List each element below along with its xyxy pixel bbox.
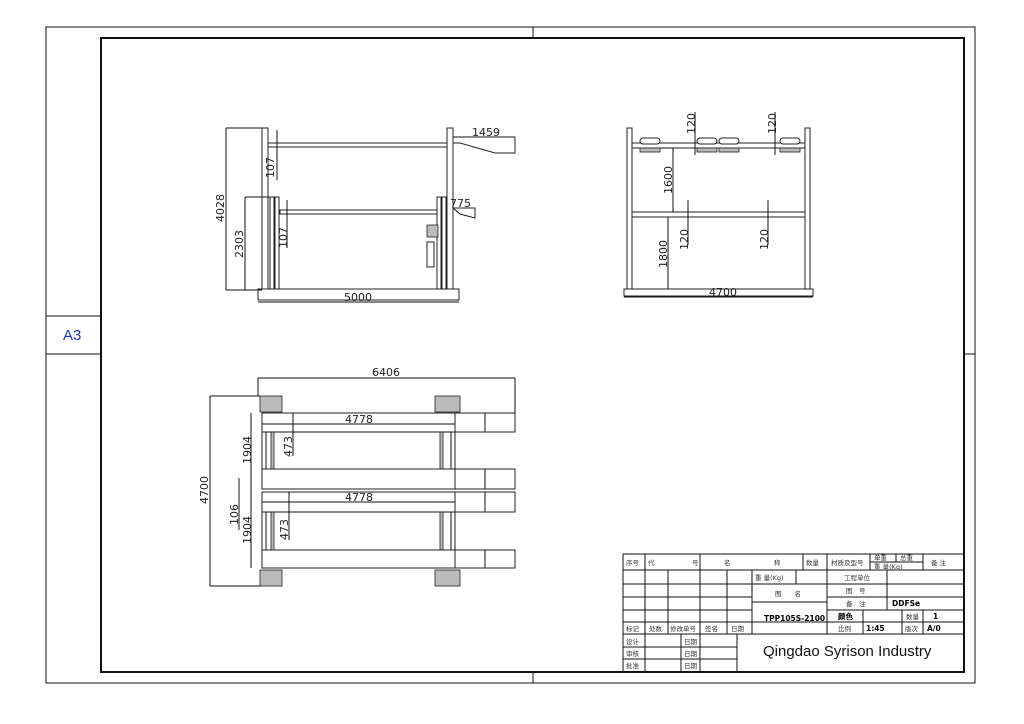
dim-runway-1: 4778 bbox=[345, 413, 373, 426]
rev-date: 日期 bbox=[731, 625, 745, 633]
approval-review: 审核 bbox=[626, 649, 640, 658]
dim-lower-height-side: 1800 bbox=[657, 240, 670, 268]
approval-approve-date: 日期 bbox=[684, 662, 698, 670]
dim-runway-2: 4778 bbox=[345, 491, 373, 504]
dim-ramp-top: 1459 bbox=[472, 126, 500, 139]
header-name-1: 名 bbox=[724, 558, 731, 567]
dim-ramp-lower: 775 bbox=[450, 197, 471, 210]
dim-gap-1: 473 bbox=[282, 436, 295, 457]
front-elevation-view bbox=[225, 127, 516, 303]
header-code-2: 号 bbox=[692, 559, 699, 567]
color-label: 颜色 bbox=[838, 611, 853, 621]
drawing-no-label: 图 号 bbox=[846, 587, 866, 595]
header-weight-kg: 重 量(Kg) bbox=[874, 563, 903, 571]
dim-bay-2: 1904 bbox=[241, 516, 254, 544]
dim-beam-1: 120 bbox=[678, 229, 691, 250]
plan-view bbox=[209, 377, 516, 587]
rev-sign: 签名 bbox=[705, 624, 718, 633]
revision-label: 版次 bbox=[905, 624, 919, 633]
title-block-text: 序号 代 号 名 称 数量 材质及型号 单重 总重 重 量(Kg) 备 注 重 … bbox=[626, 553, 947, 670]
sheet-frame bbox=[45, 26, 976, 684]
dim-gap-2: 473 bbox=[278, 519, 291, 540]
header-name-2: 称 bbox=[774, 558, 781, 567]
header-total-weight: 总重 bbox=[900, 553, 914, 562]
header-material: 材质及型号 bbox=[831, 558, 864, 567]
approval-review-date: 日期 bbox=[684, 650, 698, 658]
header-code-1: 代 bbox=[648, 558, 655, 567]
rev-mark: 标记 bbox=[626, 624, 640, 633]
dim-seat-1: 120 bbox=[685, 113, 698, 134]
dim-overall-width: 4700 bbox=[198, 476, 211, 504]
sheet-size-label: A3 bbox=[63, 327, 81, 344]
remark-label: 备 注 bbox=[846, 599, 866, 608]
project-unit-label: 工程单位 bbox=[844, 573, 871, 582]
scale-label: 比例 bbox=[838, 624, 851, 633]
side-elevation-view bbox=[623, 112, 814, 298]
dim-level-gap: 1600 bbox=[662, 166, 675, 194]
dim-seat-2: 120 bbox=[766, 113, 779, 134]
motor-icon bbox=[426, 224, 439, 238]
header-unit-weight: 单重 bbox=[874, 553, 888, 562]
dim-total-height: 4028 bbox=[214, 194, 227, 222]
approval-design: 设计 bbox=[626, 637, 640, 646]
qty-value: 1 bbox=[933, 612, 938, 621]
dim-overall-length: 6406 bbox=[372, 366, 400, 379]
dim-lower-height: 2303 bbox=[233, 230, 246, 258]
dim-upper-beam: 107 bbox=[264, 157, 277, 178]
header-qty: 数量 bbox=[806, 558, 820, 567]
company-name: Qingdao Syrison Industry bbox=[763, 643, 932, 660]
rev-count: 处数 bbox=[649, 624, 663, 633]
dim-center-gap: 106 bbox=[228, 504, 241, 525]
approval-design-date: 日期 bbox=[684, 638, 698, 646]
header-seq: 序号 bbox=[626, 558, 640, 567]
approval-approve: 批准 bbox=[626, 661, 640, 670]
weight-label: 重 量(Kg) bbox=[755, 574, 784, 582]
dim-beam-2: 120 bbox=[758, 229, 771, 250]
dim-bay-1: 1904 bbox=[241, 436, 254, 464]
scale-value: 1:45 bbox=[866, 624, 885, 633]
header-remark: 备 注 bbox=[931, 558, 947, 567]
revision-value: A/0 bbox=[927, 624, 941, 633]
dim-width: 5000 bbox=[344, 291, 372, 304]
remark-value: DDFSe bbox=[892, 599, 920, 608]
drawing-name-label: 图 名 bbox=[775, 589, 801, 598]
title-block-grid bbox=[622, 553, 965, 673]
drawing-name: TPP105S-2100 bbox=[764, 614, 825, 623]
rev-change-no: 修改单号 bbox=[670, 624, 697, 633]
qty-label: 数量 bbox=[906, 612, 920, 621]
dim-lower-beam: 107 bbox=[277, 227, 290, 248]
dim-side-width: 4700 bbox=[709, 286, 737, 299]
